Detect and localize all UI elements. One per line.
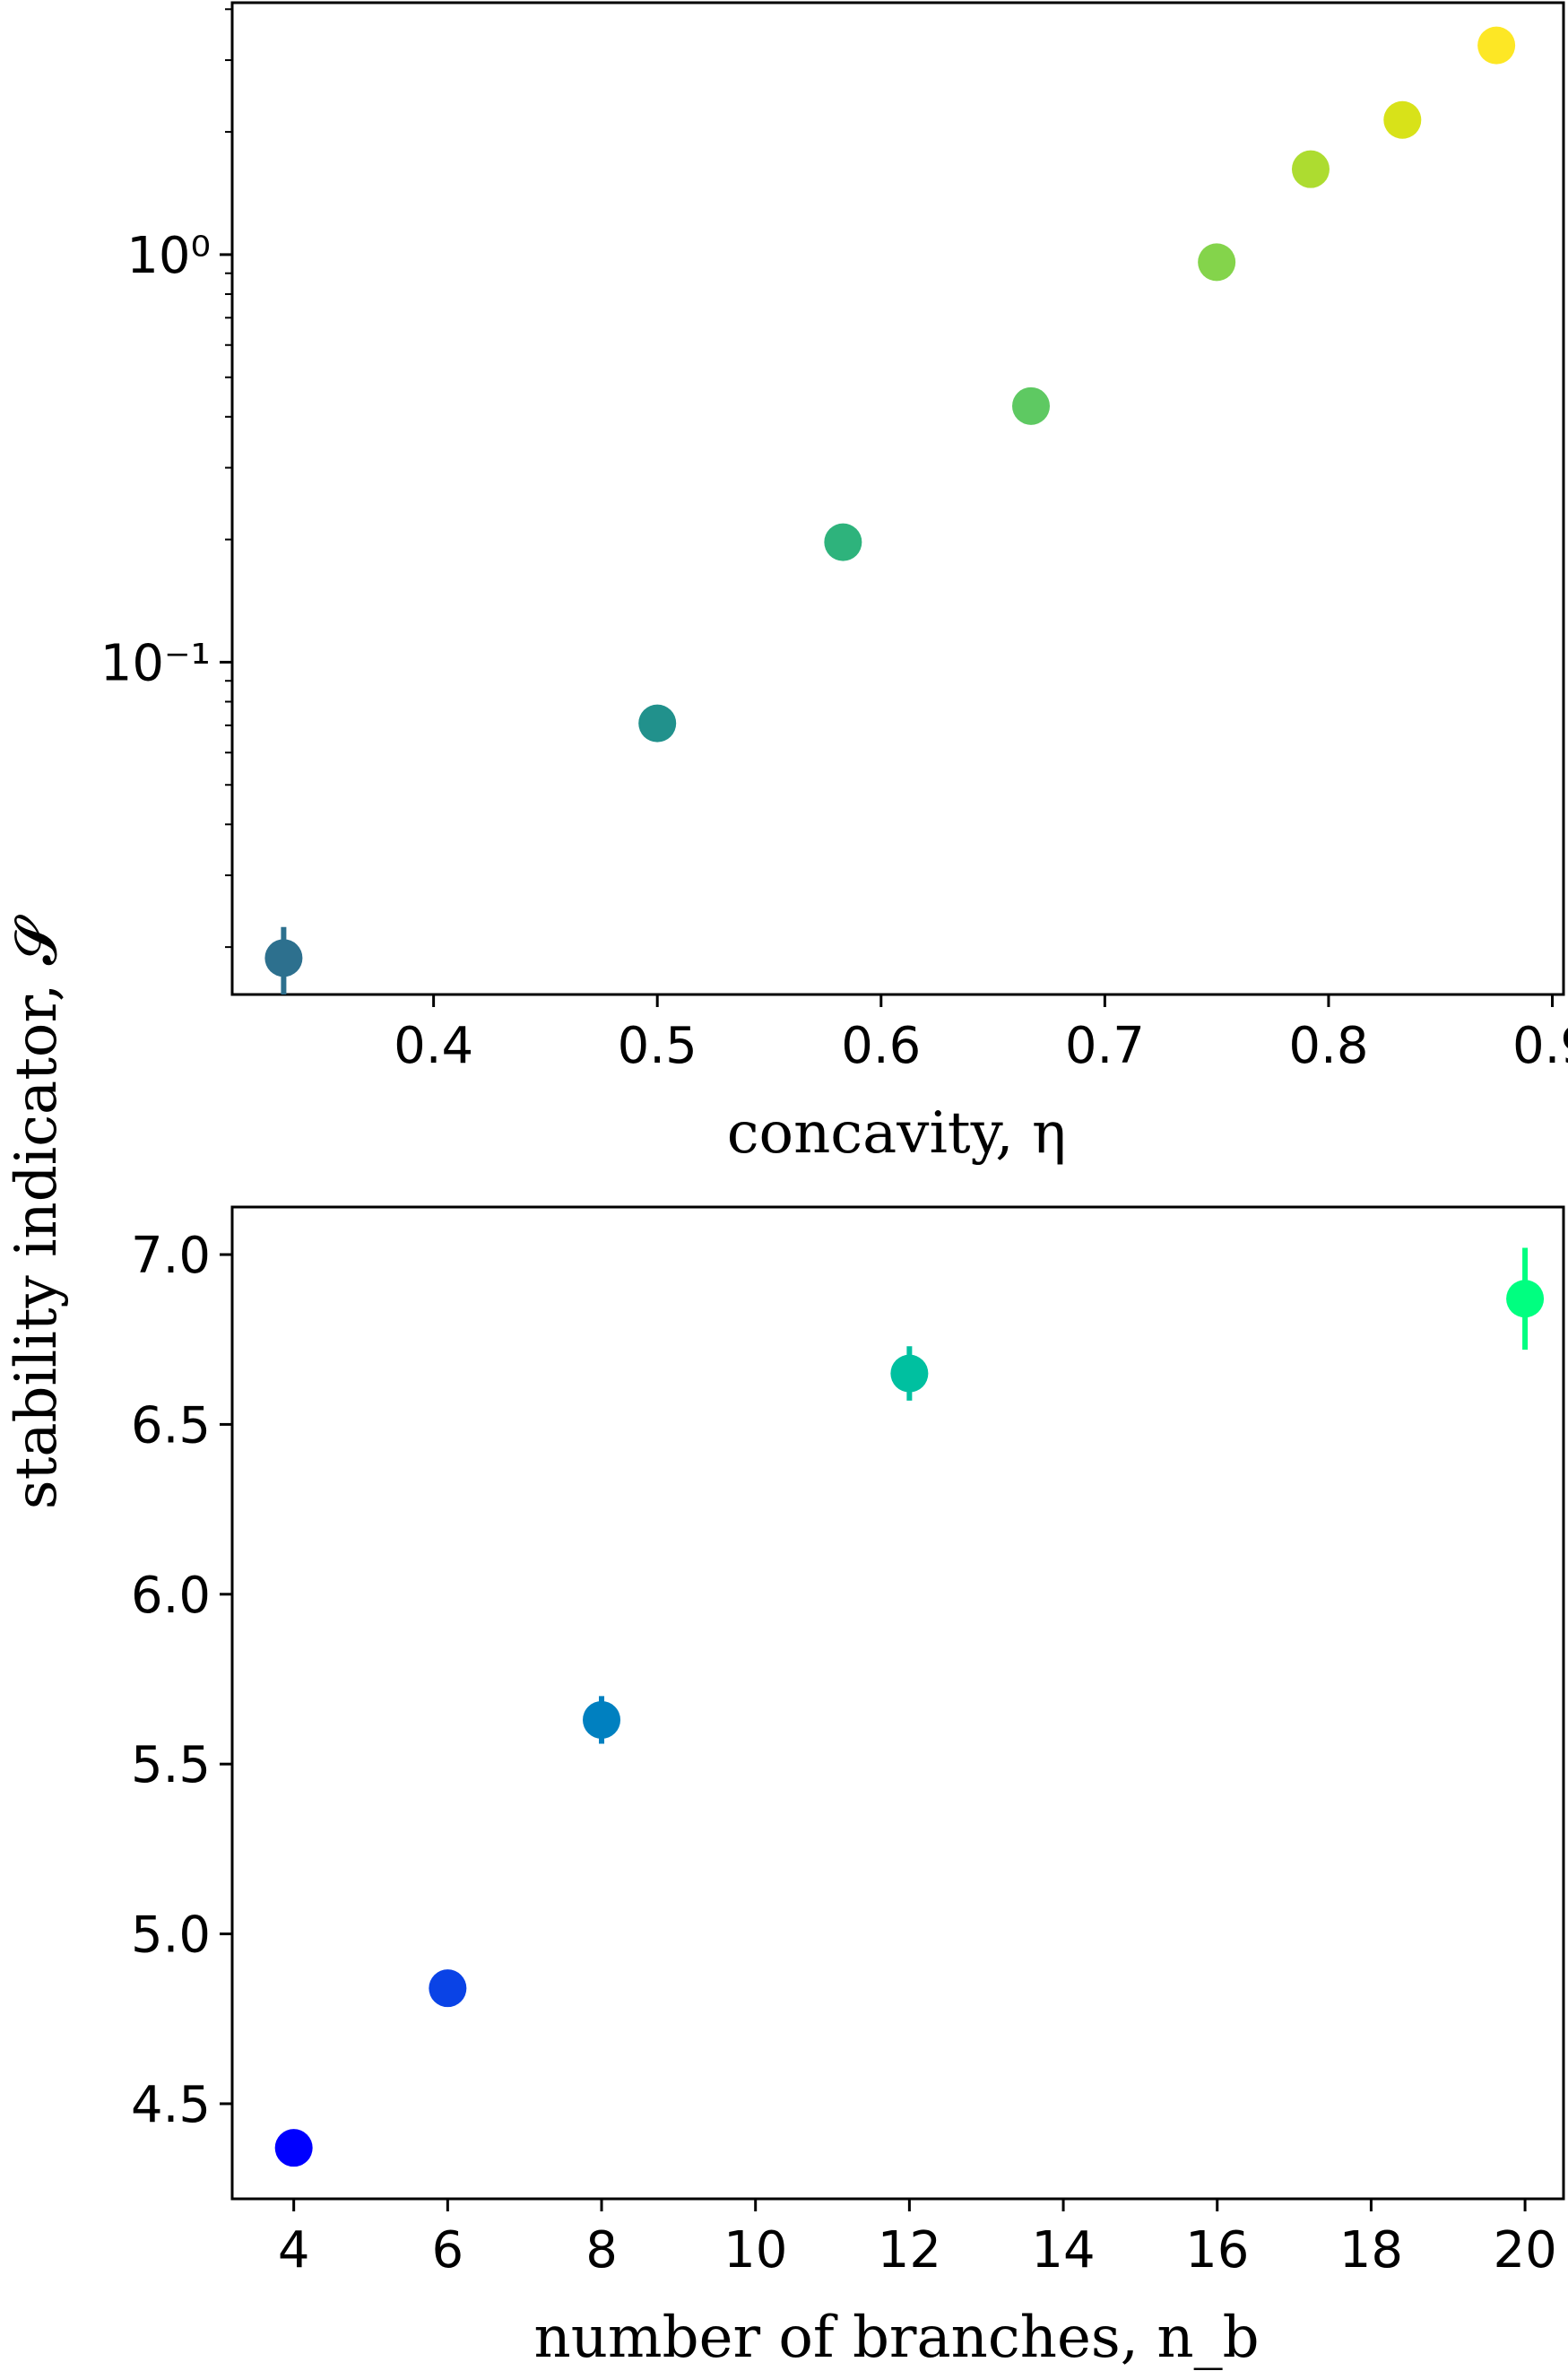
concavity-y-tick-label: 10⁰ xyxy=(126,227,211,285)
branches-data-point xyxy=(429,1969,467,2008)
concavity-data-point xyxy=(1291,150,1330,188)
concavity-x-tick-label: 0.6 xyxy=(841,1017,921,1075)
concavity-data-point xyxy=(1012,386,1050,425)
branches-data-point xyxy=(583,1700,621,1739)
branches-x-tick-label: 14 xyxy=(1031,2221,1095,2280)
branches-y-tick-label: 7.0 xyxy=(131,1227,211,1285)
branches-data-point xyxy=(274,2129,313,2167)
concavity-data-point xyxy=(824,523,862,561)
concavity-data-points xyxy=(264,26,1516,994)
concavity-panel: 0.4 0.5 0.6 0.7 0.8 0.9 10⁻¹ 10⁰ concavity, η xyxy=(100,1,1568,1167)
concavity-x-tick-label: 0.5 xyxy=(618,1017,697,1075)
concavity-x-tick-label: 0.8 xyxy=(1288,1017,1368,1075)
concavity-data-point xyxy=(264,939,303,977)
branches-x-tick-label: 10 xyxy=(723,2221,787,2280)
branches-data-points xyxy=(274,1247,1545,2167)
branches-y-tick-label: 5.5 xyxy=(131,1736,211,1794)
branches-x-axis-label: number of branches, n_b xyxy=(533,2305,1259,2371)
branches-x-tick-label: 18 xyxy=(1339,2221,1403,2280)
concavity-x-tick-label: 0.4 xyxy=(394,1017,473,1075)
branches-ticks: 4 6 8 10 12 14 16 18 20 4.5 5.0 5.5 6.0 6.5 7.0 xyxy=(131,1227,1557,2280)
concavity-ticks: 0.4 0.5 0.6 0.7 0.8 0.9 10⁻¹ 10⁰ xyxy=(100,8,1568,1075)
branches-x-tick-label: 20 xyxy=(1493,2221,1556,2280)
branches-x-tick-label: 8 xyxy=(585,2221,618,2280)
branches-x-tick-label: 12 xyxy=(878,2221,941,2280)
concavity-x-axis-label: concavity, η xyxy=(727,1100,1067,1167)
branches-y-tick-label: 5.0 xyxy=(131,1906,211,1965)
concavity-x-tick-label: 0.7 xyxy=(1065,1017,1145,1075)
shared-y-axis-label: stability indicator, 𝓢 xyxy=(4,914,70,1509)
concavity-y-tick-label: 10⁻¹ xyxy=(100,634,211,692)
branches-y-tick-label: 4.5 xyxy=(131,2076,211,2134)
branches-data-point xyxy=(1506,1280,1545,1318)
branches-panel: 4 6 8 10 12 14 16 18 20 4.5 5.0 5.5 6.0 6.5 7.0 number… xyxy=(131,1205,1565,2371)
concavity-data-point xyxy=(1383,100,1422,139)
concavity-data-point xyxy=(638,704,677,743)
concavity-plot-frame xyxy=(230,1,1565,996)
concavity-data-point xyxy=(1198,243,1236,282)
concavity-x-tick-label: 0.9 xyxy=(1512,1017,1568,1075)
concavity-data-point xyxy=(1477,26,1516,65)
branches-y-tick-label: 6.0 xyxy=(131,1567,211,1625)
branches-data-point xyxy=(890,1354,929,1393)
branches-x-tick-label: 16 xyxy=(1185,2221,1249,2280)
branches-plot-frame xyxy=(230,1205,1565,2201)
branches-y-tick-label: 6.5 xyxy=(131,1396,211,1455)
branches-x-tick-label: 4 xyxy=(278,2221,310,2280)
branches-x-tick-label: 6 xyxy=(432,2221,464,2280)
